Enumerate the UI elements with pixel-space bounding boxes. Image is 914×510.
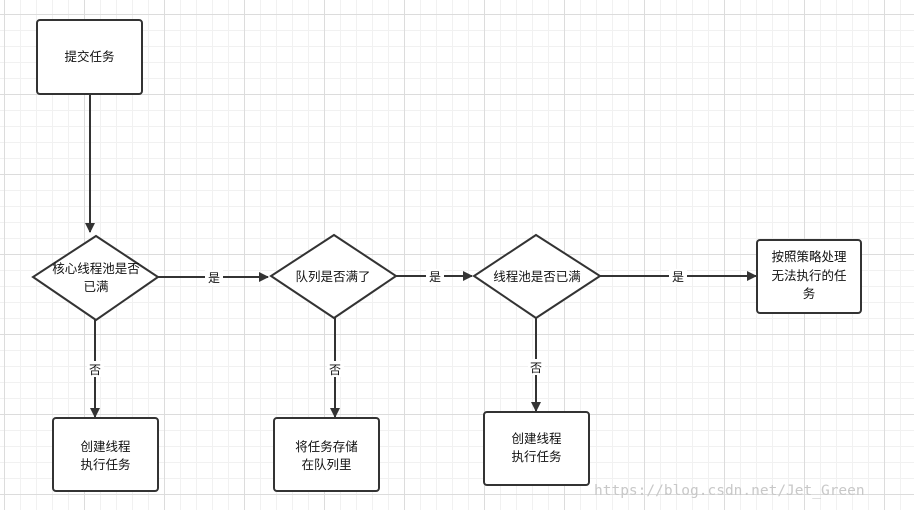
- node-text: 提交任务: [64, 49, 114, 64]
- node-text-line1: 按照策略处理: [771, 249, 847, 264]
- node-pool-full-decision: 线程池是否已满: [472, 233, 602, 320]
- edge-label-text: 否: [89, 363, 101, 377]
- edge-label-text: 是: [208, 271, 220, 285]
- node-text-line2: 执行任务: [511, 449, 561, 464]
- edge-label-core-to-create: 否: [87, 361, 104, 377]
- node-text-line2: 在队列里: [301, 457, 351, 472]
- edge-label-text: 否: [530, 361, 542, 375]
- node-create-thread-pool: 创建线程 执行任务: [483, 411, 590, 486]
- edge-label-core-to-queue: 是: [205, 270, 223, 285]
- watermark: https://blog.csdn.net/Jet_Green: [594, 483, 865, 499]
- node-text-line1: 核心线程池是否: [52, 261, 140, 276]
- node-text-line2: 无法执行的任: [771, 268, 846, 283]
- node-text-line1: 创建线程: [80, 439, 131, 454]
- node-text: 队列是否满了: [295, 269, 370, 284]
- node-submit-task: 提交任务: [36, 19, 143, 95]
- node-text: 线程池是否已满: [493, 269, 581, 284]
- edge-label-queue-to-store: 否: [327, 361, 344, 377]
- node-store-in-queue: 将任务存储 在队列里: [273, 417, 380, 492]
- edge-label-text: 否: [329, 363, 341, 377]
- node-text-line3: 务: [803, 286, 816, 301]
- node-create-thread-core: 创建线程 执行任务: [52, 417, 159, 492]
- edge-label-pool-to-policy: 是: [669, 269, 687, 284]
- node-rejection-policy: 按照策略处理 无法执行的任 务: [756, 239, 862, 314]
- node-text-line1: 将任务存储: [295, 439, 358, 454]
- node-text-line1: 创建线程: [511, 431, 562, 446]
- edge-label-text: 是: [429, 270, 441, 284]
- node-text-line2: 已满: [83, 279, 108, 294]
- node-text-line2: 执行任务: [80, 457, 130, 472]
- node-core-pool-full-decision: 核心线程池是否 已满: [31, 234, 160, 322]
- edge-label-pool-to-create: 否: [528, 359, 545, 375]
- node-queue-full-decision: 队列是否满了: [269, 233, 398, 320]
- edge-label-text: 是: [672, 270, 684, 284]
- edge-label-queue-to-pool: 是: [426, 269, 444, 284]
